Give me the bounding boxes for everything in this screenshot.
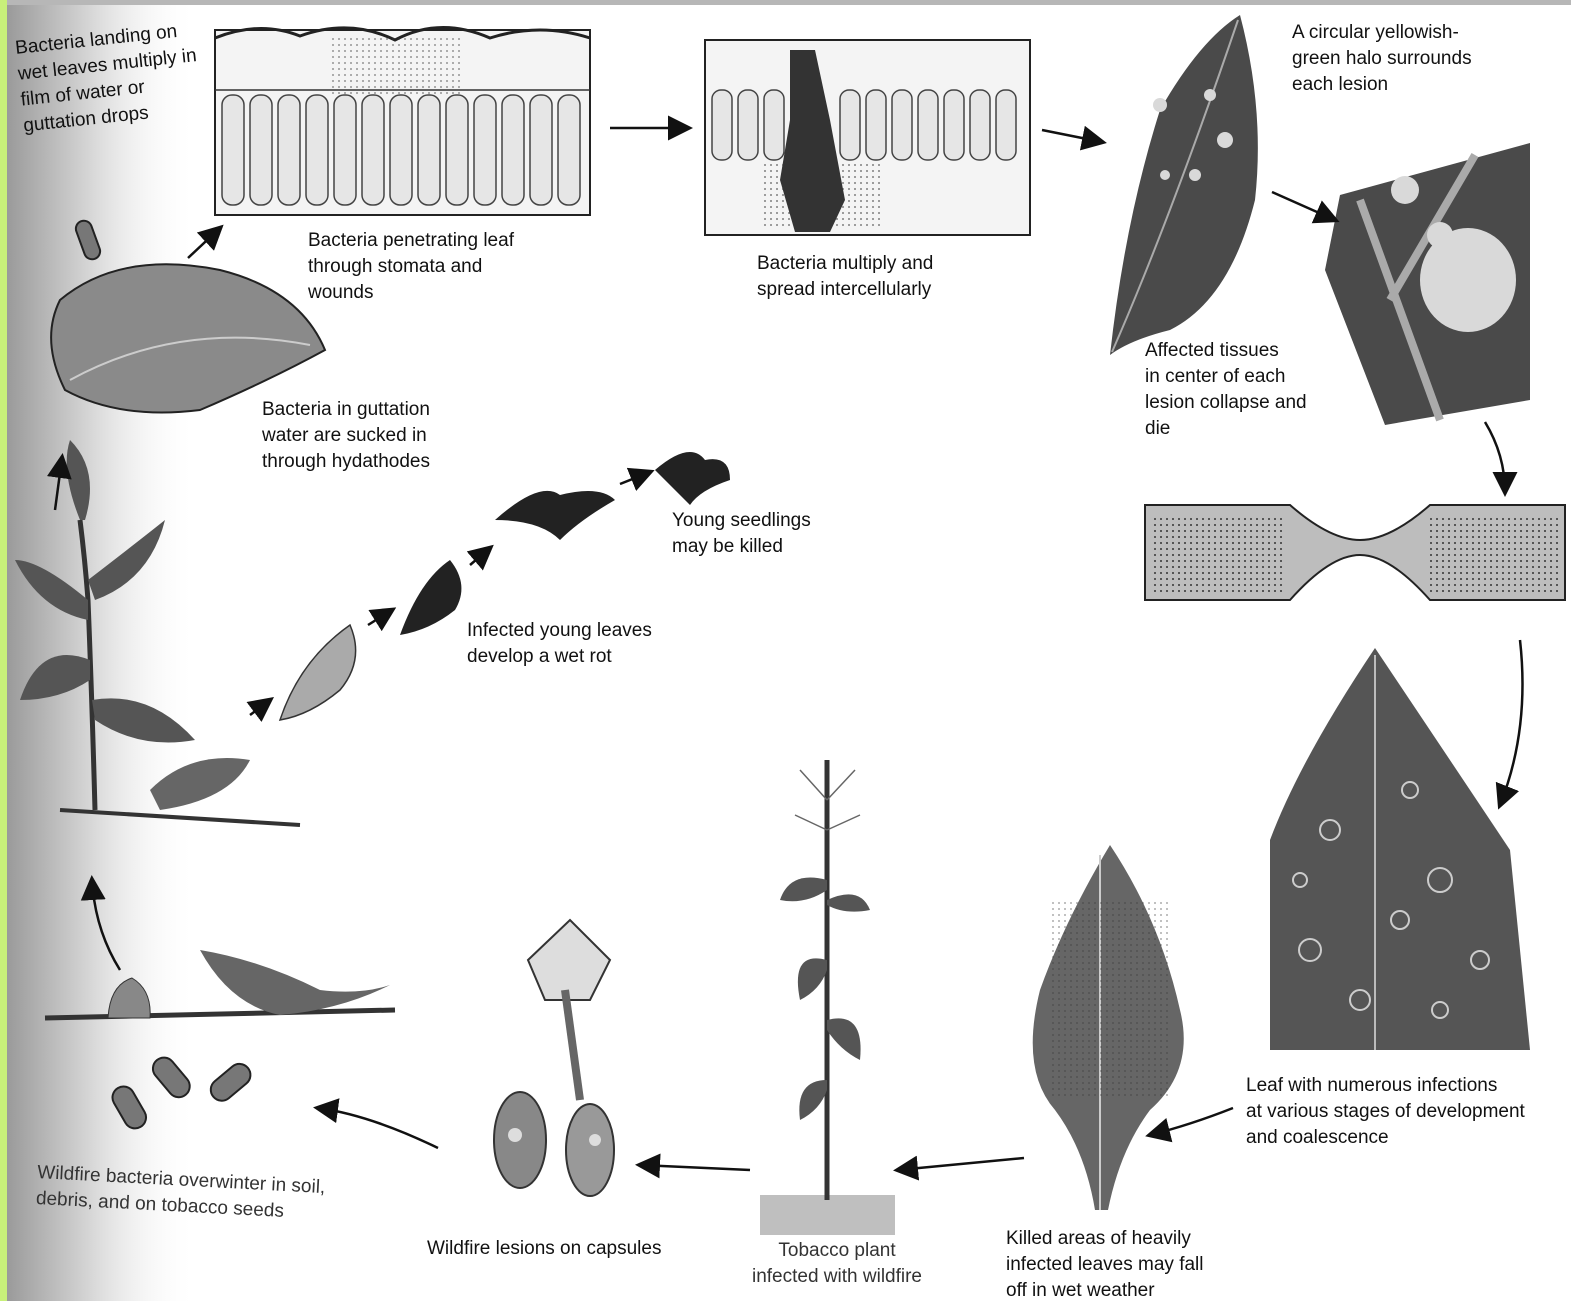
leaf-icon xyxy=(1270,648,1530,1050)
top-strip xyxy=(0,0,1571,5)
label-bacteria-landing: Bacteria landing on wet leaves multiply … xyxy=(14,15,224,139)
leaf-icon xyxy=(1110,15,1258,355)
shaded-column xyxy=(7,5,197,1301)
label-numerous-infections: Leaf with numerous infections at various… xyxy=(1246,1073,1566,1151)
label-guttation: Bacteria in guttation water are sucked i… xyxy=(262,397,512,475)
label-penetrating: Bacteria penetrating leaf through stomat… xyxy=(308,228,628,306)
label-collapse: Affected tissues in center of each lesio… xyxy=(1145,338,1365,442)
label-capsules: Wildfire lesions on capsules xyxy=(427,1236,717,1262)
left-strip xyxy=(0,0,7,1301)
leaf-cross-section-icon xyxy=(1145,505,1565,600)
label-multiply-spread: Bacteria multiply and spread intercellul… xyxy=(757,251,1037,303)
label-seedlings: Young seedlings may be killed xyxy=(672,508,892,560)
tobacco-plant-icon xyxy=(760,760,895,1235)
label-killed-areas: Killed areas of heavily infected leaves … xyxy=(1006,1226,1266,1304)
flower-capsule-icon xyxy=(494,920,614,1196)
leaf-cross-section-icon xyxy=(705,40,1030,235)
label-wet-rot: Infected young leaves develop a wet rot xyxy=(467,618,727,670)
leaf-icon xyxy=(1033,845,1184,1210)
label-tobacco-plant: Tobacco plant infected with wildfire xyxy=(727,1238,947,1290)
leaf-cross-section-icon xyxy=(215,27,590,215)
seedling-icon xyxy=(280,452,730,720)
label-halo: A circular yellowish- green halo surroun… xyxy=(1292,20,1562,98)
